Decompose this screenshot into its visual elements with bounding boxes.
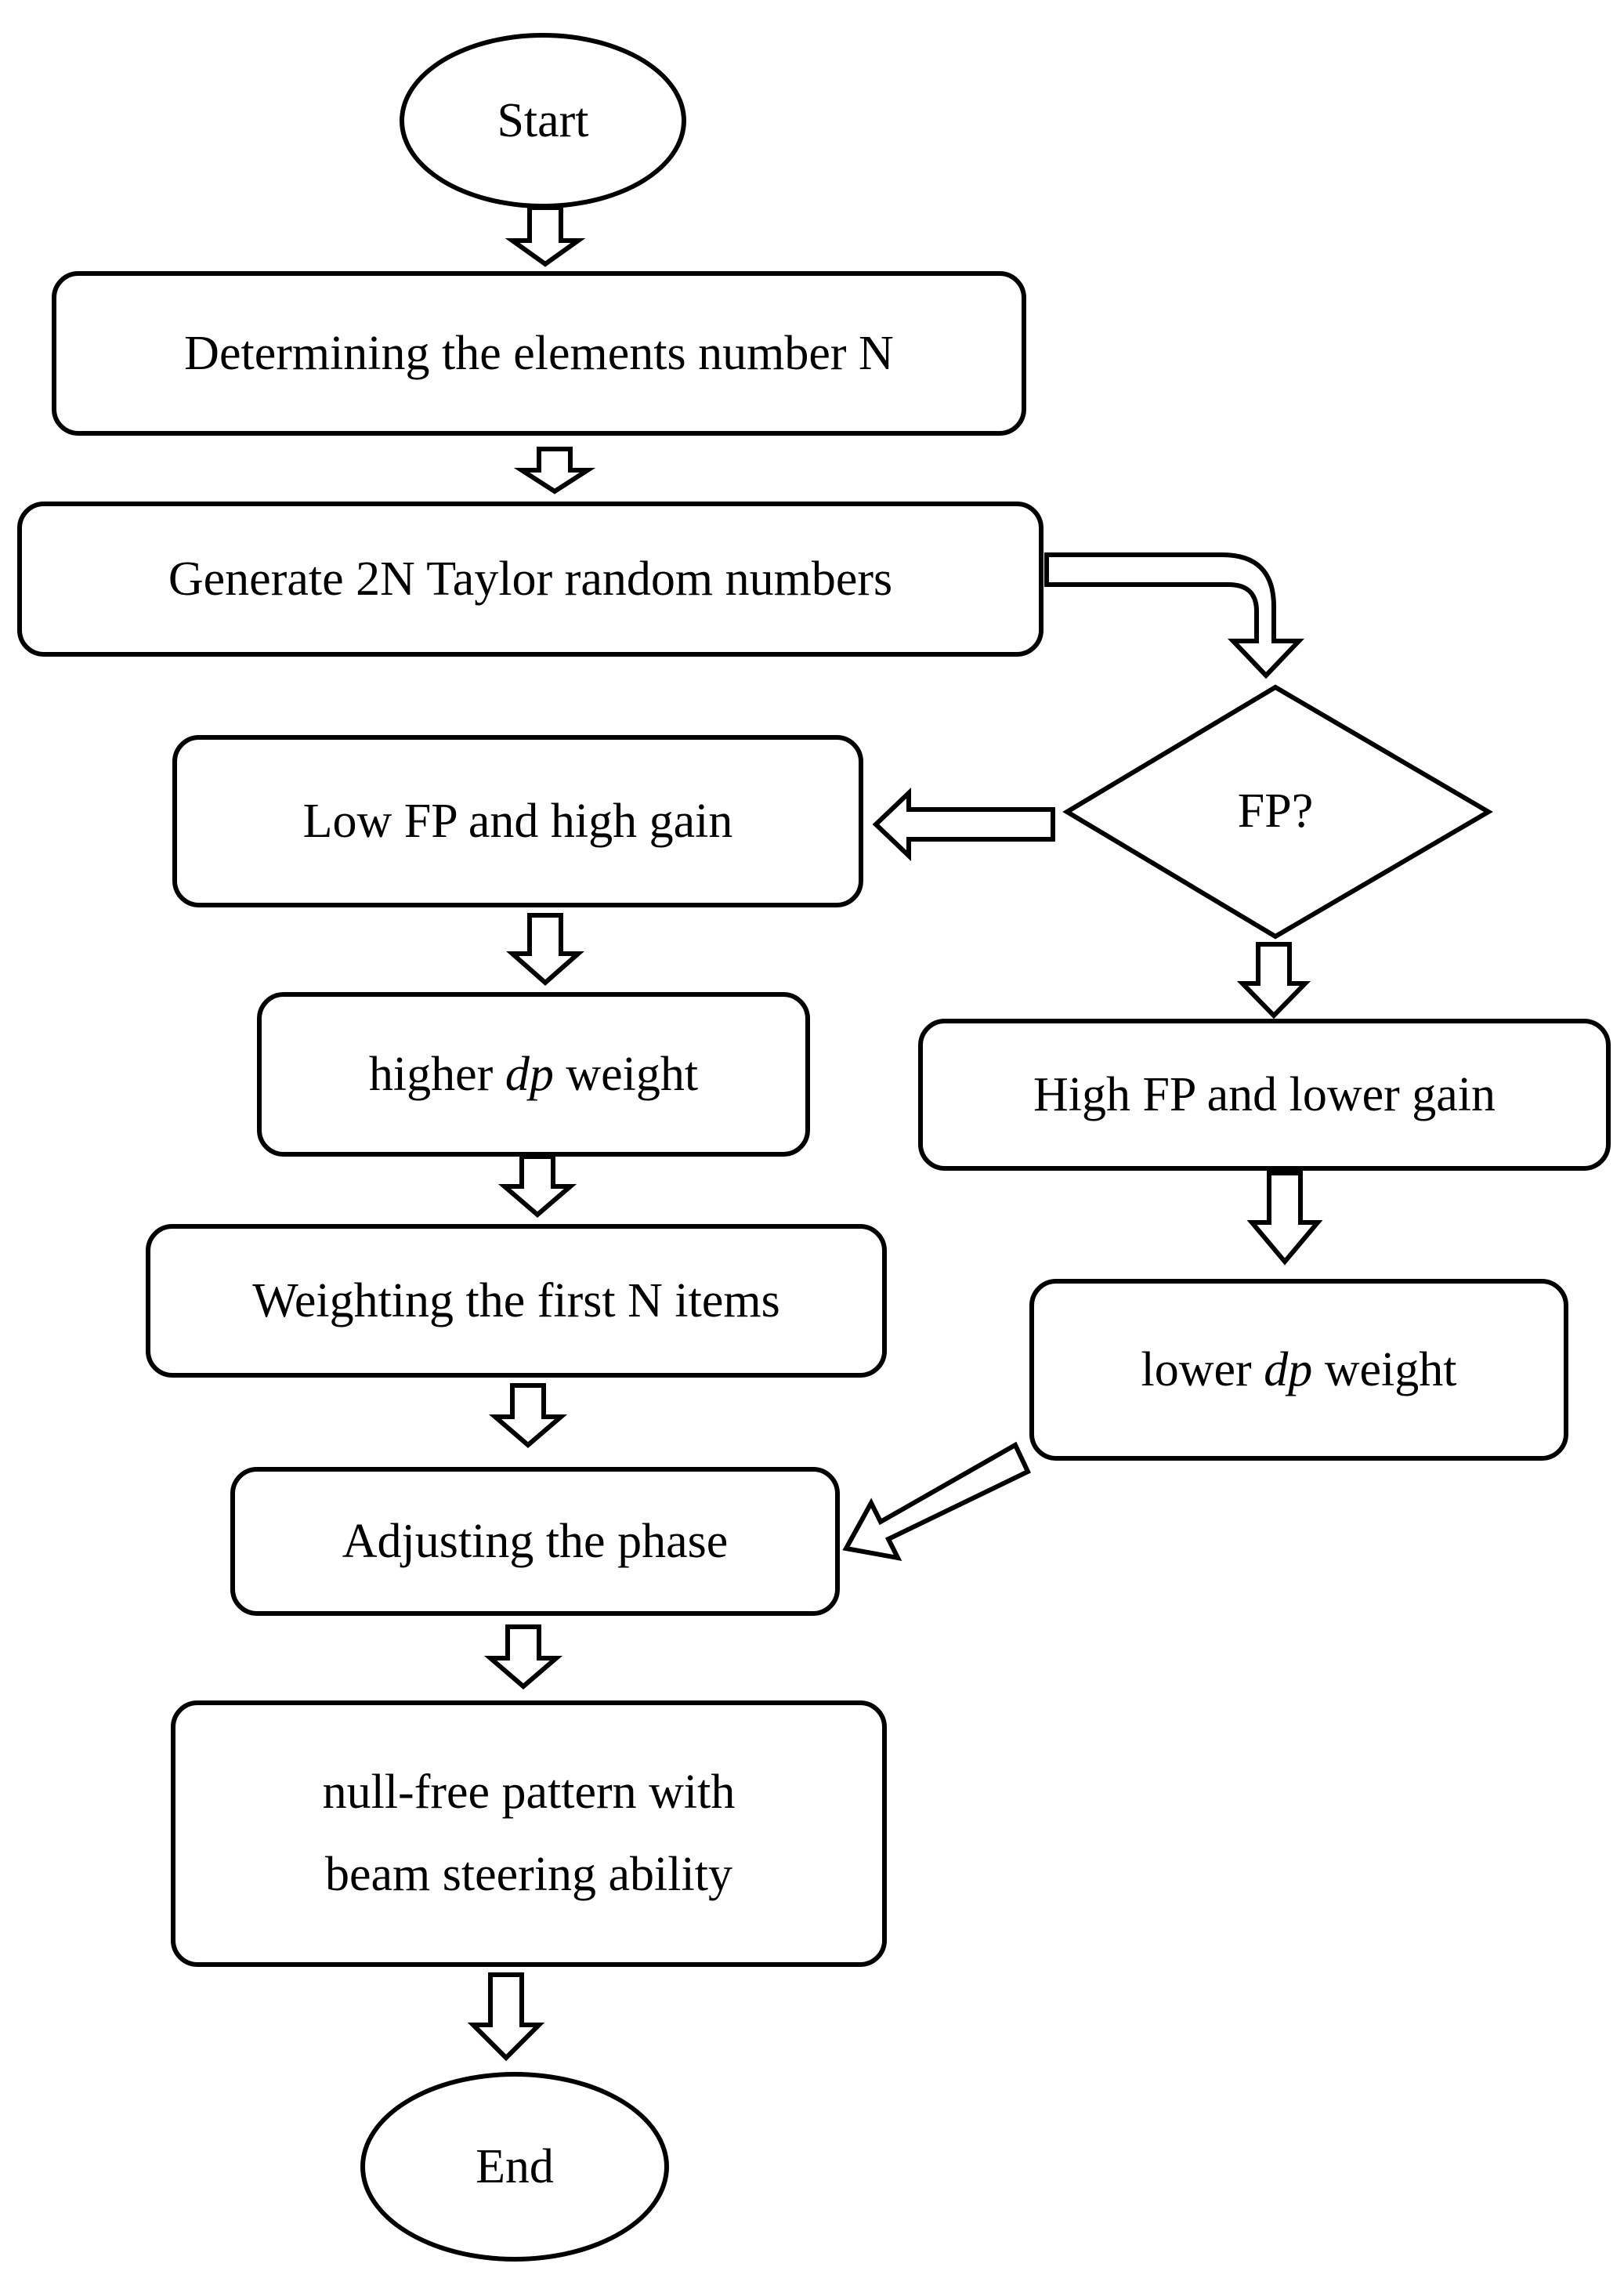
start-terminal: Start [400, 33, 686, 208]
high-fp-label: High FP and lower gain [1033, 1067, 1496, 1121]
arrow-adjusting-to-result [483, 1624, 563, 1689]
low-fp-box: Low FP and high gain [172, 735, 863, 907]
higher-dp-italic: dp [505, 1047, 554, 1101]
arrow-generate-to-decision [1044, 552, 1305, 679]
determine-elements-box: Determining the elements number N [52, 271, 1026, 436]
decision-diamond [1062, 684, 1493, 940]
arrow-lowerdp-to-adjusting [842, 1441, 1031, 1562]
arrow-result-to-end [467, 1972, 545, 2062]
higher-dp-box: higher dp weight [257, 992, 810, 1157]
lower-dp-suffix: weight [1312, 1342, 1457, 1396]
higher-dp-label: higher dp weight [369, 1034, 698, 1114]
arrow-weighting-to-adjusting [488, 1383, 568, 1448]
generate-numbers-label: Generate 2N Taylor random numbers [168, 552, 893, 606]
high-fp-box: High FP and lower gain [918, 1019, 1611, 1171]
end-label: End [476, 2139, 554, 2193]
arrow-low-to-higherdp [506, 913, 584, 986]
lower-dp-prefix: lower [1141, 1342, 1264, 1396]
low-fp-label: Low FP and high gain [302, 794, 733, 848]
decision-label-wrap: FP? [1128, 768, 1423, 854]
arrow-high-to-lowerdp [1246, 1171, 1323, 1266]
arrow-decision-to-high [1236, 942, 1311, 1019]
generate-numbers-box: Generate 2N Taylor random numbers [17, 502, 1043, 657]
end-terminal: End [360, 2072, 669, 2262]
weighting-label: Weighting the first N items [252, 1273, 780, 1327]
arrow-start-to-determine [505, 205, 586, 267]
determine-elements-label: Determining the elements number N [184, 326, 894, 380]
arrow-determine-to-generate [513, 447, 596, 494]
result-box: null-free pattern with beam steering abi… [171, 1700, 887, 1967]
adjusting-label: Adjusting the phase [342, 1514, 729, 1568]
result-line-2: beam steering ability [325, 1848, 732, 1901]
weighting-box: Weighting the first N items [146, 1224, 887, 1378]
arrow-higherdp-to-weighting [497, 1154, 577, 1218]
arrow-decision-to-low [872, 788, 1055, 861]
lower-dp-box: lower dp weight [1029, 1279, 1568, 1461]
higher-dp-prefix: higher [368, 1047, 505, 1101]
lower-dp-label: lower dp weight [1141, 1330, 1457, 1410]
result-line-1: null-free pattern with [322, 1765, 736, 1819]
decision-label: FP? [1237, 784, 1314, 838]
lower-dp-italic: dp [1264, 1342, 1313, 1396]
higher-dp-suffix: weight [553, 1047, 699, 1101]
start-label: Start [497, 93, 589, 147]
adjusting-box: Adjusting the phase [230, 1467, 840, 1616]
